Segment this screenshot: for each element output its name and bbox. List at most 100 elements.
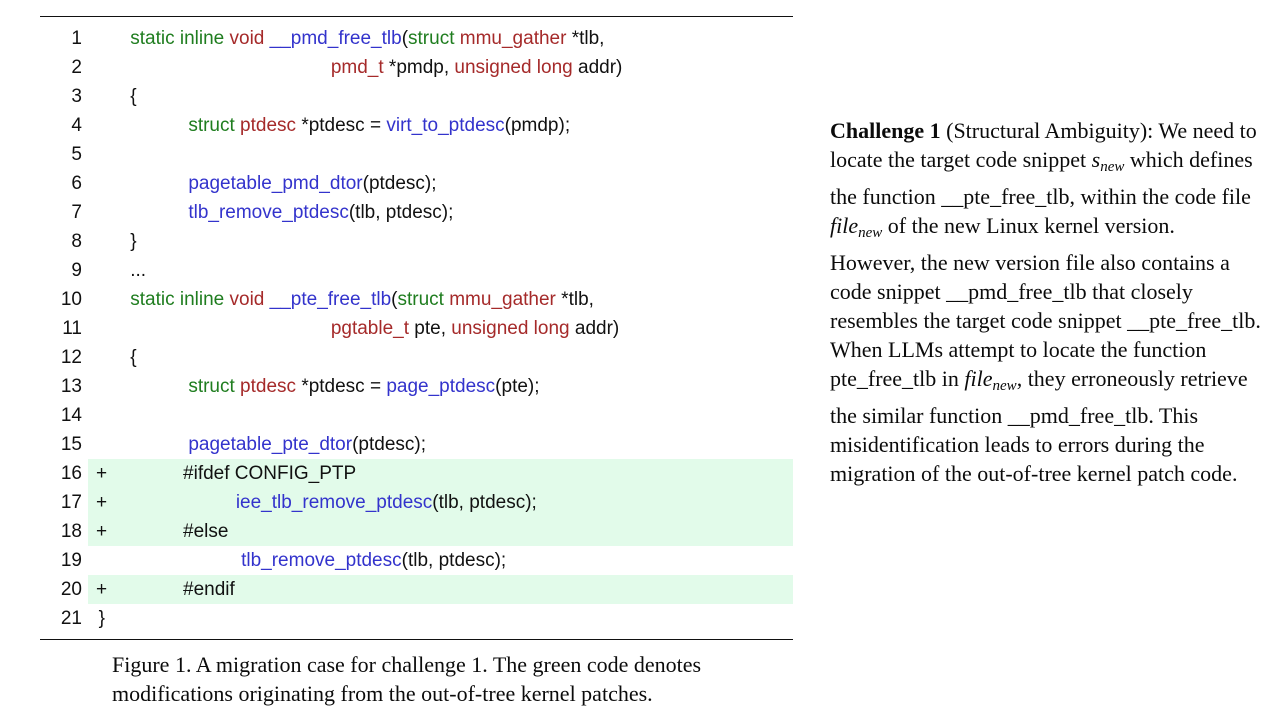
- code-token-pl: (: [401, 28, 409, 49]
- code-line: 7 tlb_remove_ptdesc(tlb, ptdesc);: [40, 198, 793, 227]
- code-token-kw: static inline: [130, 289, 230, 310]
- math-subscript: new: [1100, 159, 1125, 175]
- code-token-pl: #ifdef CONFIG_PTP: [183, 463, 357, 484]
- code-token-pl: *ptdesc =: [301, 115, 387, 136]
- code-text: struct ptdesc *ptdesc = virt_to_ptdesc(p…: [88, 115, 570, 136]
- figure-caption: Figure 1. A migration case for challenge…: [112, 652, 702, 706]
- code-line: 9 ...: [40, 256, 793, 285]
- code-token-pl: (pmdp);: [504, 115, 571, 136]
- challenge-paragraph: Challenge 1 (Structural Ambiguity): We n…: [830, 116, 1264, 488]
- code-line: 15 pagetable_pte_dtor(ptdesc);: [40, 430, 793, 459]
- line-number: 6: [71, 173, 82, 194]
- code-token-fn: tlb_remove_ptdesc: [188, 202, 349, 223]
- line-number: 8: [71, 231, 82, 252]
- code-line: 4 struct ptdesc *ptdesc = virt_to_ptdesc…: [40, 111, 793, 140]
- code-line: 17+ iee_tlb_remove_ptdesc(tlb, ptdesc);: [40, 488, 793, 517]
- code-line: 19 tlb_remove_ptdesc(tlb, ptdesc);: [40, 546, 793, 575]
- code-text: struct ptdesc *ptdesc = page_ptdesc(pte)…: [88, 376, 540, 397]
- code-token-kw: struct: [397, 289, 450, 310]
- code-line-content: pmd_t *pmdp, unsigned long addr): [88, 53, 793, 82]
- code-line-content: tlb_remove_ptdesc(tlb, ptdesc);: [88, 546, 793, 575]
- code-token-ty: ptdesc: [240, 376, 302, 397]
- line-number: 12: [60, 347, 82, 368]
- code-token-pl: pte,: [414, 318, 452, 339]
- math-symbol: file: [830, 213, 859, 238]
- code-token-pl: addr): [574, 318, 620, 339]
- code-token-fn: __pmd_free_tlb: [269, 28, 402, 49]
- line-number: 17: [60, 492, 82, 513]
- added-marker: +: [96, 463, 108, 484]
- paragraph-text: (Structural Ambiguity): We need to locat…: [830, 118, 1257, 172]
- code-token-pl: *ptdesc =: [301, 376, 387, 397]
- code-text: tlb_remove_ptdesc(tlb, ptdesc);: [88, 202, 453, 223]
- code-line-content-added: + #endif: [88, 575, 793, 604]
- code-text: }: [88, 231, 137, 252]
- code-token-ty: mmu_gather: [459, 28, 572, 49]
- challenge-label: Challenge 1: [830, 118, 941, 143]
- code-line: 6 pagetable_pmd_dtor(ptdesc);: [40, 169, 793, 198]
- math-subscript: new: [992, 378, 1017, 394]
- code-line-content: ...: [88, 256, 793, 285]
- line-number: 13: [60, 376, 82, 397]
- code-token-ty: pgtable_t: [330, 318, 415, 339]
- paragraph-text: which defines the function __pte_free_tl…: [830, 147, 1253, 209]
- code-token-kw: static inline: [130, 28, 230, 49]
- code-line-content-added: + #ifdef CONFIG_PTP: [88, 459, 793, 488]
- code-line-content: {: [88, 343, 793, 372]
- code-token-ty: void: [229, 28, 270, 49]
- code-token-kw: struct: [188, 376, 241, 397]
- code-line-content: }: [88, 604, 793, 633]
- code-token-pl: #endif: [183, 579, 235, 600]
- math-subscript: new: [858, 225, 883, 241]
- code-token-pl: (pte);: [495, 376, 540, 397]
- paragraph-text: , they erroneously retrieve the similar …: [830, 366, 1248, 486]
- code-line: 11 pgtable_t pte, unsigned long addr): [40, 314, 793, 343]
- code-token-ty: ptdesc: [240, 115, 302, 136]
- code-line: 21 }: [40, 604, 793, 633]
- code-token-pl: }: [98, 608, 105, 629]
- code-line: 1 static inline void __pmd_free_tlb(stru…: [40, 24, 793, 53]
- line-number: 1: [71, 28, 82, 49]
- code-text: ...: [88, 260, 146, 281]
- code-line-content: [88, 140, 793, 169]
- code-token-pl: *tlb,: [561, 289, 594, 310]
- code-text: pmd_t *pmdp, unsigned long addr): [88, 57, 623, 78]
- line-number: 7: [71, 202, 82, 223]
- code-token-pl: (tlb, ptdesc);: [401, 550, 507, 571]
- added-marker: +: [96, 579, 108, 600]
- code-line: 14: [40, 401, 793, 430]
- code-token-ty: pmd_t: [330, 57, 389, 78]
- code-text: pagetable_pmd_dtor(ptdesc);: [88, 173, 436, 194]
- line-number: 21: [60, 608, 82, 629]
- code-line-content: tlb_remove_ptdesc(tlb, ptdesc);: [88, 198, 793, 227]
- code-line-content-added: + #else: [88, 517, 793, 546]
- code-token-fn: __pte_free_tlb: [269, 289, 392, 310]
- code-text: pgtable_t pte, unsigned long addr): [88, 318, 619, 339]
- code-text: #ifdef CONFIG_PTP: [88, 463, 356, 484]
- code-line: 13 struct ptdesc *ptdesc = page_ptdesc(p…: [40, 372, 793, 401]
- line-number: 5: [71, 144, 82, 165]
- code-token-pl: addr): [578, 57, 623, 78]
- code-token-pl: {: [130, 86, 137, 107]
- code-text: pagetable_pte_dtor(ptdesc);: [88, 434, 426, 455]
- code-text: iee_tlb_remove_ptdesc(tlb, ptdesc);: [88, 492, 537, 513]
- code-token-ty: mmu_gather: [449, 289, 562, 310]
- code-text: {: [88, 86, 137, 107]
- code-line-content: struct ptdesc *ptdesc = page_ptdesc(pte)…: [88, 372, 793, 401]
- code-line: 5: [40, 140, 793, 169]
- added-marker: +: [96, 521, 108, 542]
- code-token-fn: virt_to_ptdesc: [386, 115, 505, 136]
- code-token-kw: struct: [188, 115, 241, 136]
- code-token-pl: (ptdesc);: [352, 434, 426, 455]
- code-token-ty: unsigned long: [451, 318, 575, 339]
- code-line-content: [88, 401, 793, 430]
- code-token-pl: }: [130, 231, 137, 252]
- code-text: #endif: [88, 579, 235, 600]
- code-line: 3 {: [40, 82, 793, 111]
- code-listing: 1 static inline void __pmd_free_tlb( stru…: [40, 24, 793, 633]
- code-line-content: {: [88, 82, 793, 111]
- line-number: 3: [71, 86, 82, 107]
- code-text: static inline void __pte_free_tlb(struct…: [88, 289, 594, 310]
- code-line-content: pagetable_pmd_dtor(ptdesc);: [88, 169, 793, 198]
